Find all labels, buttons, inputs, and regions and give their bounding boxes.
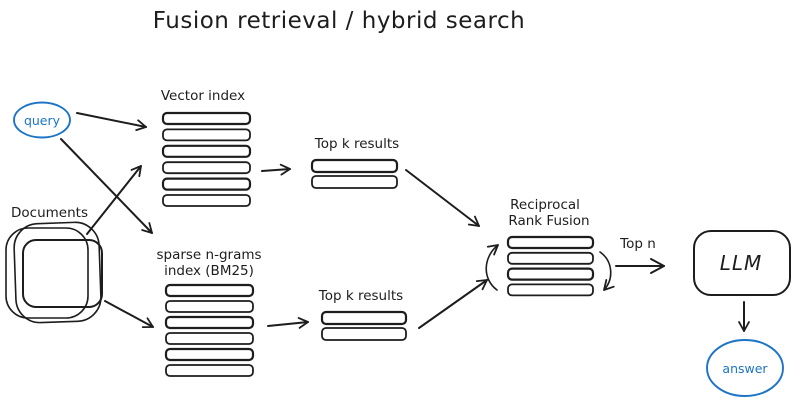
sparse-index-label-line1: sparse n-grams: [156, 247, 261, 263]
index-bar: [164, 347, 255, 362]
index-bar: [507, 251, 594, 265]
arrow-top-k-vector-to-rank-fusion: [405, 169, 480, 227]
index-bar: [165, 364, 254, 377]
llm-label: LLM: [720, 251, 763, 275]
index-bar: [321, 327, 407, 341]
rank-fusion-stack: [506, 235, 595, 297]
llm-node: LLM: [693, 230, 791, 296]
llm-box: [693, 230, 791, 296]
index-bar: [320, 310, 408, 326]
query-label: query: [24, 113, 61, 128]
answer-label: answer: [722, 361, 768, 376]
index-bar: [506, 235, 595, 250]
index-bar: [162, 128, 251, 142]
index-bar: [161, 111, 252, 126]
index-bar: [161, 177, 252, 191]
arrow-query-to-sparse-index: [60, 138, 153, 234]
top-k-vector-stack: [310, 158, 399, 189]
rank-fusion-label-line2: Rank Fusion: [508, 213, 589, 229]
rank-fusion-label-line1: Reciprocal: [510, 197, 580, 213]
arrow-vector-index-to-top-k: [261, 163, 291, 176]
top-k-sparse-node: Top k results: [318, 288, 408, 341]
query-ellipse: [13, 101, 71, 139]
top-k-sparse-label: Top k results: [318, 288, 403, 304]
index-bar: [311, 175, 398, 189]
index-bar: [165, 300, 254, 313]
top-n-label: Top n: [619, 236, 656, 252]
arrow-documents-to-vector-index: [86, 165, 142, 235]
documents-stack-icon: [5, 221, 103, 324]
arrow-rank-fusion-cycle-left: [485, 244, 499, 291]
index-bar: [165, 332, 254, 345]
documents-node: Documents: [5, 205, 103, 324]
top-n-connector: Top n: [615, 236, 665, 274]
arrow-query-to-vector-index: [76, 112, 147, 132]
index-bar: [162, 194, 251, 207]
index-bar: [164, 283, 255, 298]
index-bar: [161, 144, 252, 158]
vector-index-stack: [161, 111, 252, 207]
arrow-documents-to-sparse-index: [104, 300, 154, 329]
answer-ellipse: [706, 339, 784, 397]
sparse-index-node: sparse n-grams index (BM25): [156, 247, 262, 377]
vector-index-node: Vector index: [161, 88, 252, 207]
documents-label: Documents: [11, 205, 88, 221]
arrow-top-k-sparse-to-rank-fusion: [418, 279, 488, 329]
index-bar: [164, 315, 255, 330]
arrow-sparse-index-to-top-k: [267, 317, 309, 329]
sparse-index-label-line2: index (BM25): [164, 263, 254, 279]
sparse-index-stack: [164, 283, 255, 377]
arrow-rank-fusion-cycle-right: [599, 251, 615, 291]
rank-fusion-node: Reciprocal Rank Fusion: [485, 197, 615, 297]
top-k-vector-label: Top k results: [314, 136, 399, 152]
index-bar: [162, 161, 251, 175]
query-node: query: [13, 101, 71, 139]
index-bar: [507, 283, 594, 297]
diagram-title: Fusion retrieval / hybrid search: [153, 8, 525, 34]
top-k-sparse-stack: [320, 310, 408, 341]
answer-node: answer: [706, 339, 784, 397]
vector-index-label: Vector index: [161, 88, 245, 104]
top-k-vector-node: Top k results: [310, 136, 399, 189]
index-bar: [310, 158, 399, 174]
index-bar: [506, 267, 595, 281]
